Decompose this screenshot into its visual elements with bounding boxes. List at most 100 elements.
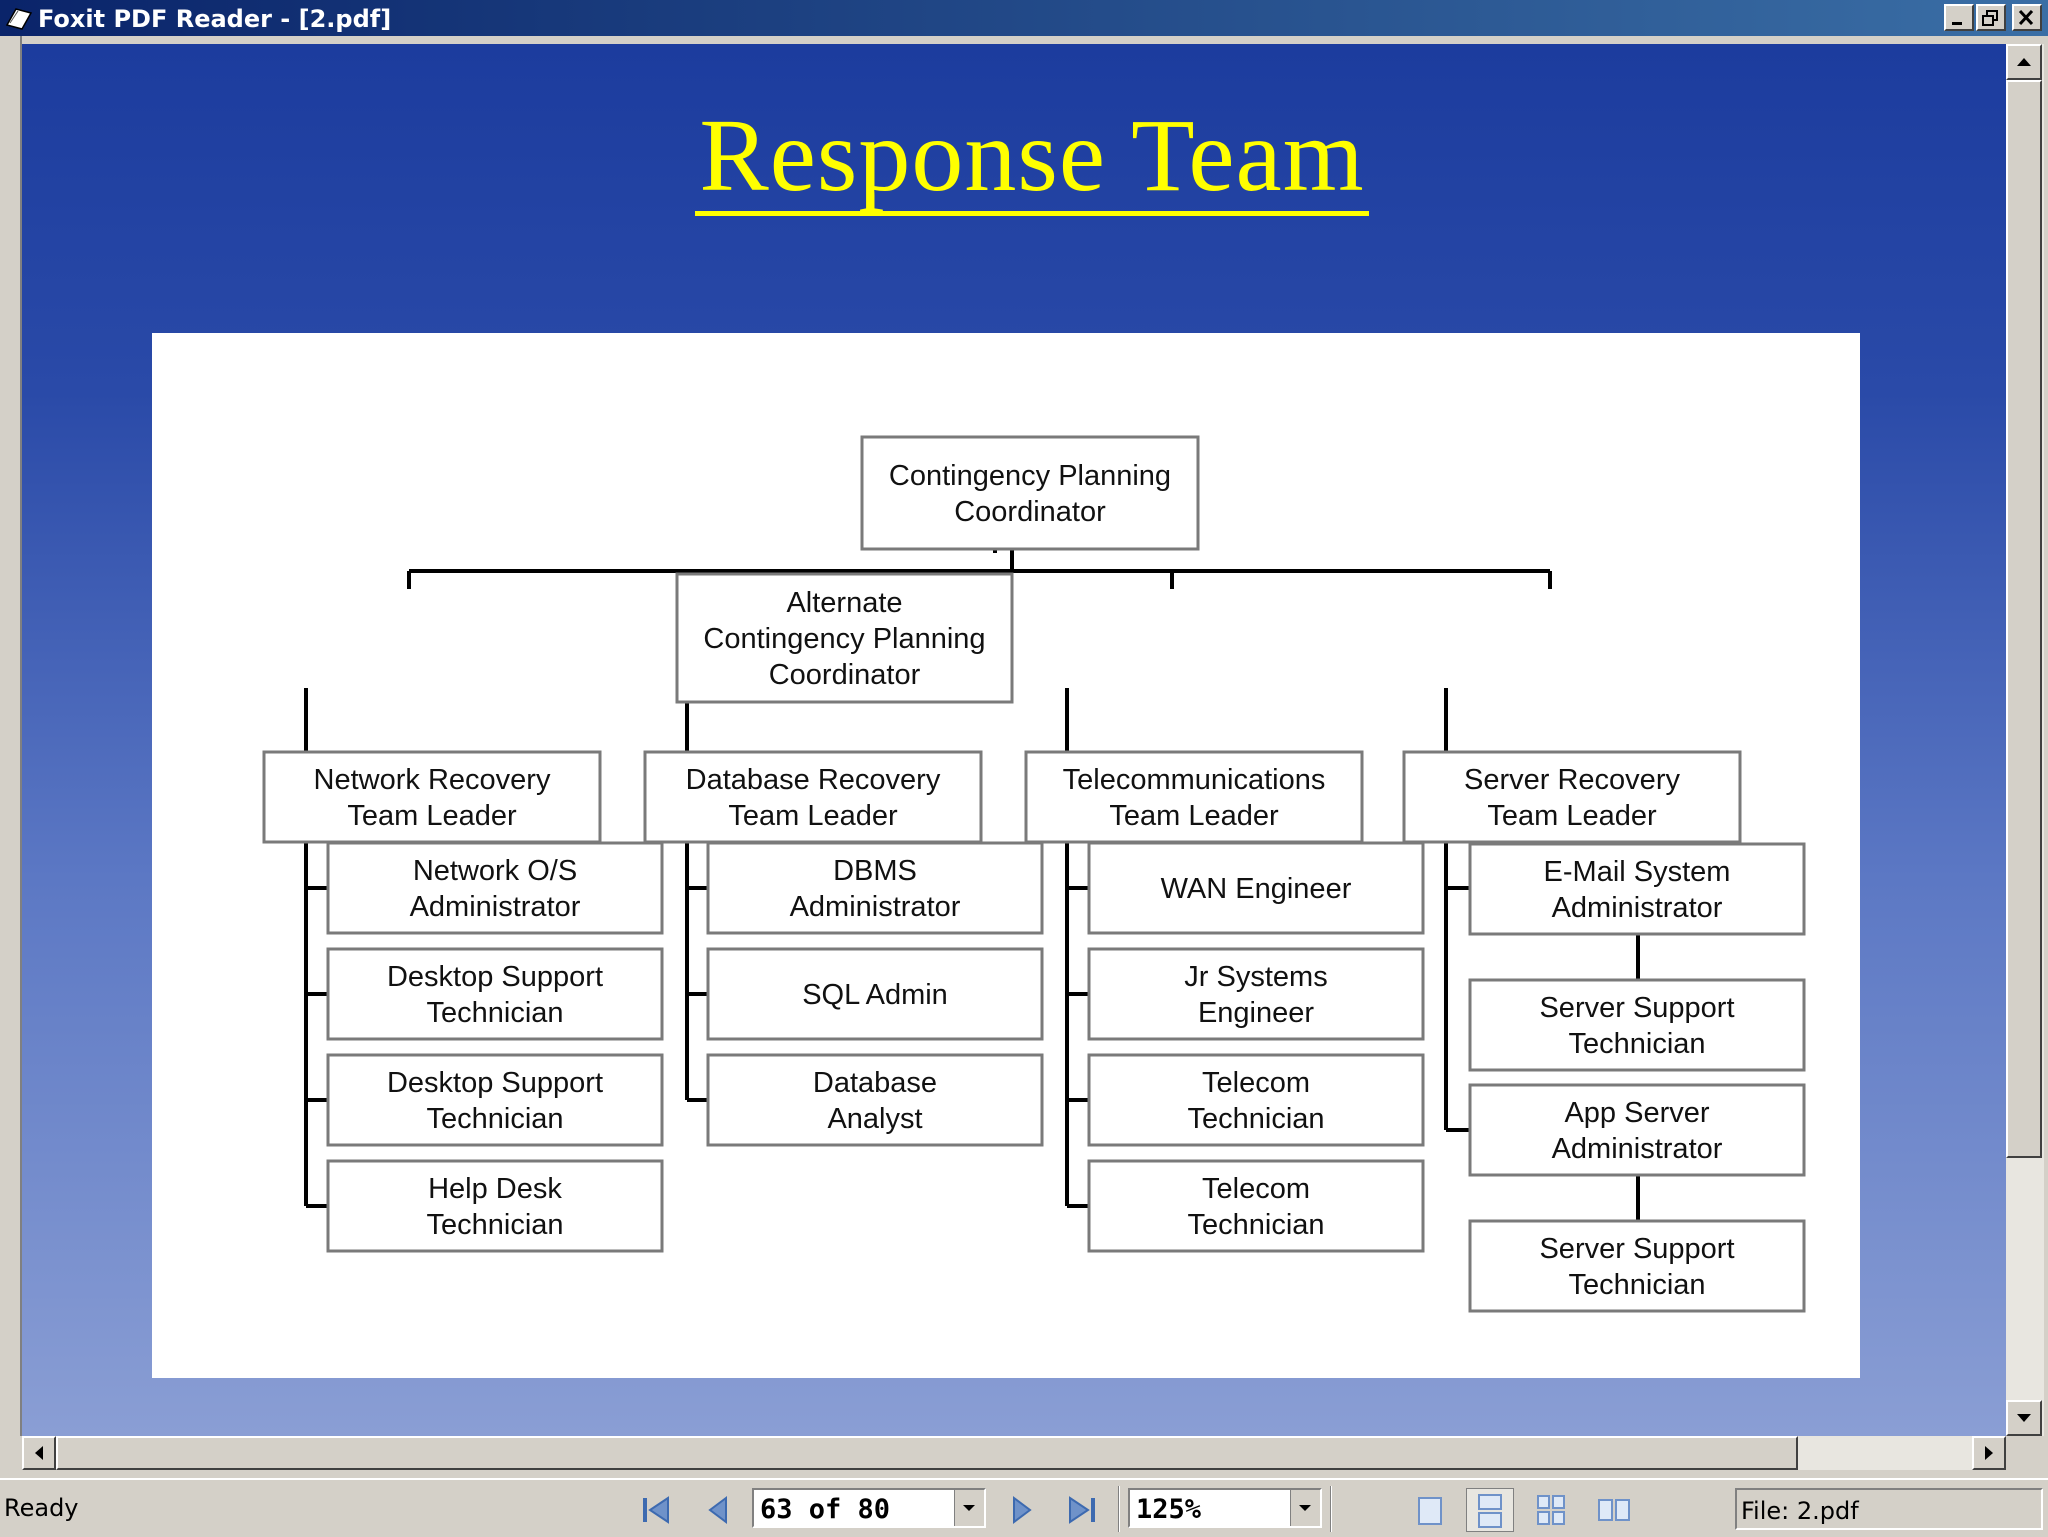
box-label: Coordinator — [769, 659, 921, 691]
box-label: Analyst — [827, 1103, 922, 1135]
box-label: App Server — [1564, 1097, 1709, 1129]
box-label: Technician — [1187, 1209, 1324, 1241]
box-label: Desktop Support — [387, 961, 603, 993]
box-label: Server Support — [1539, 1233, 1734, 1265]
last-page-button[interactable] — [1062, 1490, 1100, 1530]
zoom-field[interactable]: 125% — [1128, 1488, 1322, 1528]
zoom-dropdown-button[interactable] — [1290, 1490, 1320, 1526]
single-page-view-button[interactable] — [1406, 1488, 1454, 1532]
box-label: Alternate — [786, 587, 902, 619]
facing-pages-icon — [1598, 1499, 1630, 1521]
page-number-field[interactable]: 63 of 80 — [752, 1488, 986, 1528]
status-bar: Ready 63 of 80 125% File: 2.pdf — [0, 1478, 2048, 1536]
separator — [1330, 1486, 1332, 1532]
box-label: Database Recovery — [686, 764, 941, 796]
single-page-icon — [1418, 1497, 1442, 1525]
team-member-box: WAN Engineer — [1087, 841, 1425, 935]
box-label: Technician — [1568, 1269, 1705, 1301]
team-member-box: SQL Admin — [706, 947, 1044, 1041]
scroll-up-button[interactable] — [2006, 44, 2042, 80]
previous-page-button[interactable] — [700, 1490, 738, 1530]
box-label: Telecommunications — [1063, 764, 1326, 796]
box-label: Administrator — [410, 891, 581, 923]
box-label: Team Leader — [728, 800, 898, 832]
box-label: Technician — [426, 1103, 563, 1135]
box-label: Administrator — [1552, 892, 1723, 924]
box-label: E-Mail System — [1544, 856, 1731, 888]
org-chart: Contingency PlanningCoordinatorAlternate… — [262, 435, 1806, 1313]
arrow-right-icon — [1985, 1446, 1993, 1460]
next-page-button[interactable] — [1002, 1490, 1040, 1530]
vertical-scrollbar[interactable] — [2006, 44, 2044, 1436]
window-frame — [0, 36, 22, 1436]
status-text: Ready — [4, 1494, 79, 1522]
box-label: Coordinator — [954, 496, 1106, 528]
restore-button[interactable] — [1976, 4, 2006, 31]
arrow-up-icon — [2017, 58, 2031, 66]
box-label: Team Leader — [1487, 800, 1657, 832]
minimize-button[interactable] — [1944, 4, 1974, 31]
box-label: Technician — [426, 1209, 563, 1241]
box-label: Administrator — [790, 891, 961, 923]
minimize-icon — [1952, 22, 1962, 25]
continuous-view-button[interactable] — [1466, 1488, 1514, 1532]
title-bar[interactable]: Foxit PDF Reader - [2.pdf] — [0, 0, 2048, 36]
slide-title: Response Team — [22, 96, 2006, 216]
chevron-down-icon — [1299, 1505, 1311, 1511]
box-label: Network Recovery — [314, 764, 551, 796]
window-title: Foxit PDF Reader - [2.pdf] — [38, 5, 392, 33]
scroll-down-button[interactable] — [2006, 1400, 2042, 1436]
box-label: Telecom — [1202, 1067, 1310, 1099]
facing-view-button[interactable] — [1590, 1488, 1638, 1532]
arrow-down-icon — [2017, 1414, 2031, 1422]
app-book-icon — [5, 8, 33, 30]
arrow-left-icon — [35, 1446, 43, 1460]
first-page-icon — [643, 1496, 669, 1524]
zoom-value: 125% — [1136, 1494, 1202, 1525]
box-label: WAN Engineer — [1161, 873, 1352, 905]
continuous-page-icon — [1478, 1494, 1502, 1528]
box-label: SQL Admin — [802, 979, 948, 1011]
close-icon — [2018, 9, 2034, 26]
horizontal-scroll-thumb[interactable] — [56, 1436, 1798, 1470]
box-label: Help Desk — [428, 1173, 562, 1205]
close-button[interactable] — [2012, 4, 2042, 31]
box-label: Database — [813, 1067, 937, 1099]
box-label: Administrator — [1552, 1133, 1723, 1165]
box-label: Technician — [1187, 1103, 1324, 1135]
box-label: Jr Systems — [1184, 961, 1327, 993]
first-page-button[interactable] — [638, 1490, 676, 1530]
box-label: Engineer — [1198, 997, 1314, 1029]
box-label: Desktop Support — [387, 1067, 603, 1099]
team-member-box: Network O/S Administrator — [326, 841, 664, 935]
box-label: Technician — [426, 997, 563, 1029]
vertical-scroll-thumb[interactable] — [2006, 80, 2042, 1158]
next-page-icon — [1013, 1496, 1032, 1524]
scroll-left-button[interactable] — [22, 1436, 56, 1470]
scroll-right-button[interactable] — [1972, 1436, 2006, 1470]
page-number-value: 63 of 80 — [760, 1494, 891, 1525]
box-label: Team Leader — [347, 800, 517, 832]
box-label: Contingency Planning — [703, 623, 985, 655]
page-dropdown-button[interactable] — [954, 1490, 984, 1526]
box-label: Contingency Planning — [889, 460, 1171, 492]
separator — [1118, 1486, 1120, 1532]
horizontal-scrollbar[interactable] — [22, 1436, 2006, 1470]
box-label: Network O/S — [413, 855, 577, 887]
box-label: Technician — [1568, 1028, 1705, 1060]
box-label: Telecom — [1202, 1173, 1310, 1205]
facing-continuous-view-button[interactable] — [1528, 1488, 1576, 1532]
restore-icon — [1982, 10, 1998, 26]
